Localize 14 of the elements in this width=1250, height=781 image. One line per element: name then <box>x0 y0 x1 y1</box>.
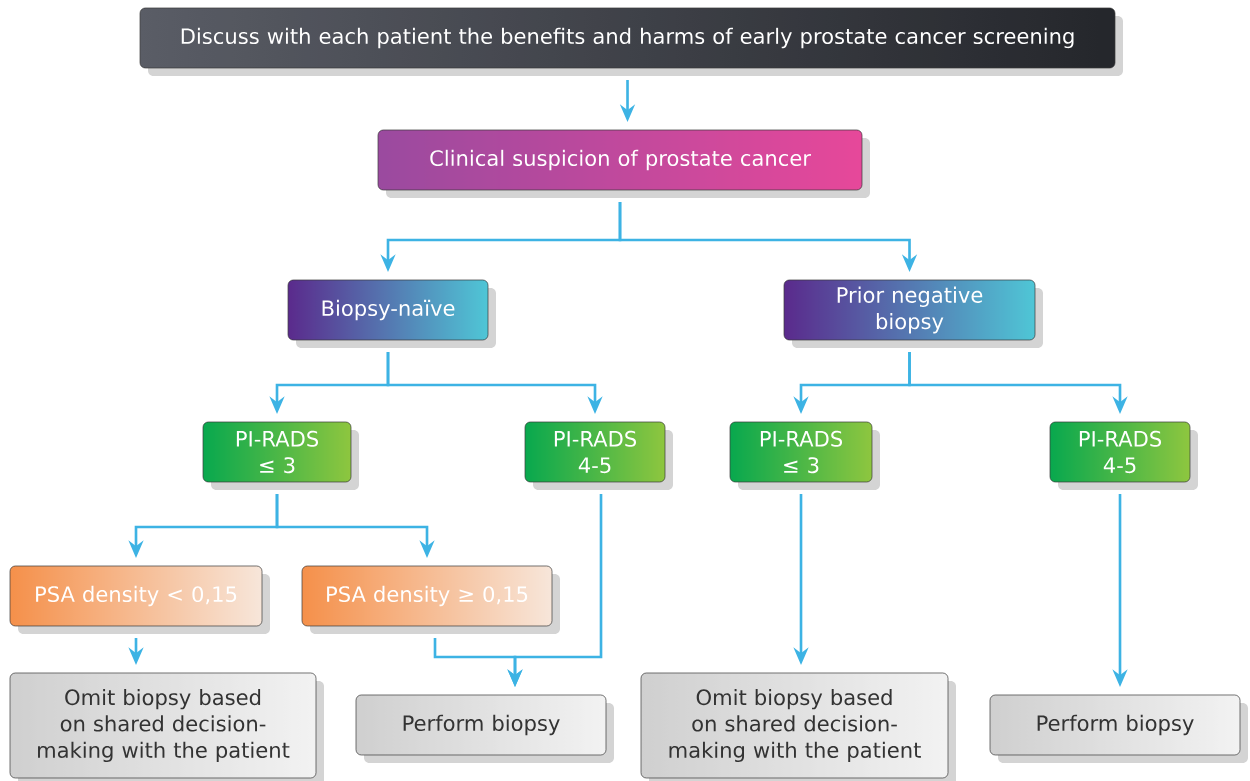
process-box: PSA density < 0,15 <box>9 565 270 634</box>
process-box: Prior negative biopsy <box>783 279 1043 348</box>
process-box: PI-RADS 4-5 <box>1049 421 1198 490</box>
result-box: Perform biopsy <box>355 694 614 763</box>
process-box: PSA density ≥ 0,15 <box>301 565 560 634</box>
result-box: Omit biopsy based on shared decision-making with the patient <box>9 672 324 781</box>
process-box: PI-RADS ≤ 3 <box>729 421 880 490</box>
process-box: Clinical suspicion of prostate cancer <box>377 129 870 198</box>
process-box: Biopsy-naïve <box>287 279 496 348</box>
result-box: Omit biopsy based on shared decision-making with the patient <box>640 672 956 781</box>
process-box: PI-RADS 4-5 <box>524 421 673 490</box>
result-box: Perform biopsy <box>989 694 1248 763</box>
process-box: PI-RADS ≤ 3 <box>202 421 359 490</box>
process-box: Discuss with each patient the benefits and harms of early prostate cancer screening <box>139 7 1123 76</box>
